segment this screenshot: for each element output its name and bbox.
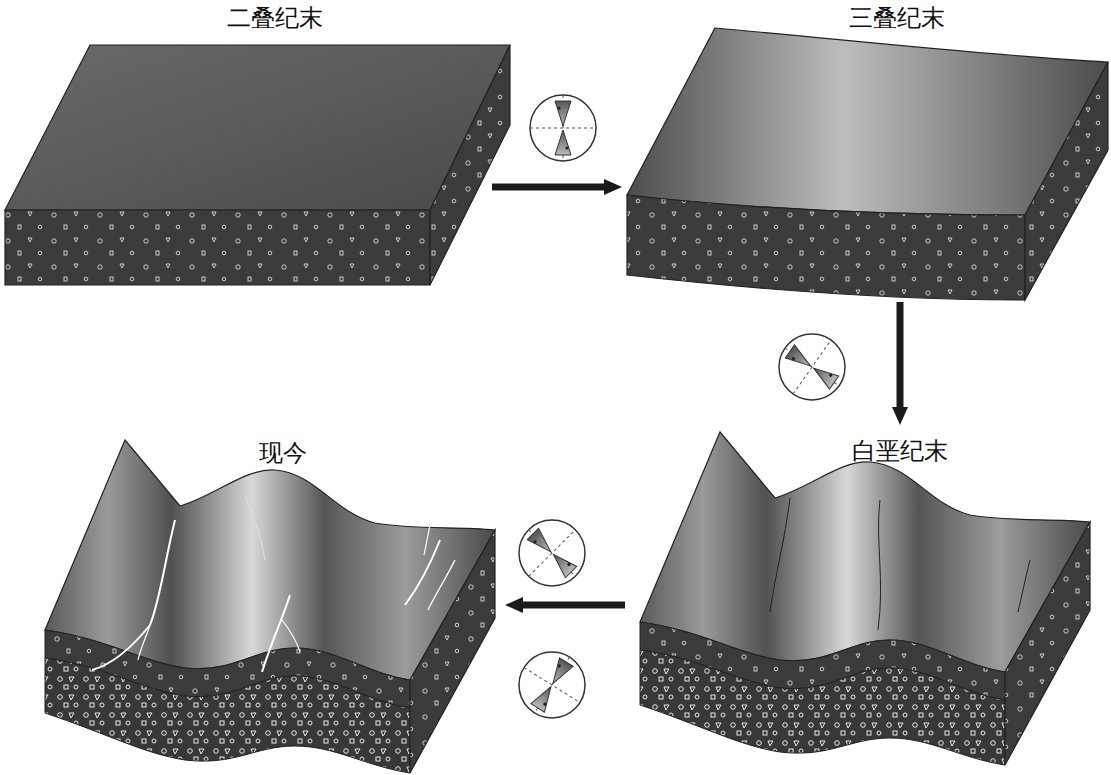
arrow-head <box>604 179 622 195</box>
arrow-shaft <box>492 184 604 191</box>
stage-block: 三叠纪末 <box>622 0 1108 302</box>
arrow-shaft <box>523 602 625 609</box>
arrow-head <box>505 597 523 613</box>
stage-block: 现今 <box>40 425 505 770</box>
stage-arrow <box>505 597 625 613</box>
stage-title: 白垩纪末 <box>852 436 948 466</box>
stage-arrow <box>892 302 908 425</box>
stage-title: 现今 <box>259 438 307 468</box>
stage-title: 二叠纪末 <box>227 3 323 33</box>
stage-block: 二叠纪末 <box>5 0 492 290</box>
stage-arrow <box>492 179 622 195</box>
arrow-shaft <box>897 302 904 407</box>
stage-title: 三叠纪末 <box>849 3 945 33</box>
stage-block: 白垩纪末 <box>625 425 1090 770</box>
arrow-head <box>892 407 908 425</box>
